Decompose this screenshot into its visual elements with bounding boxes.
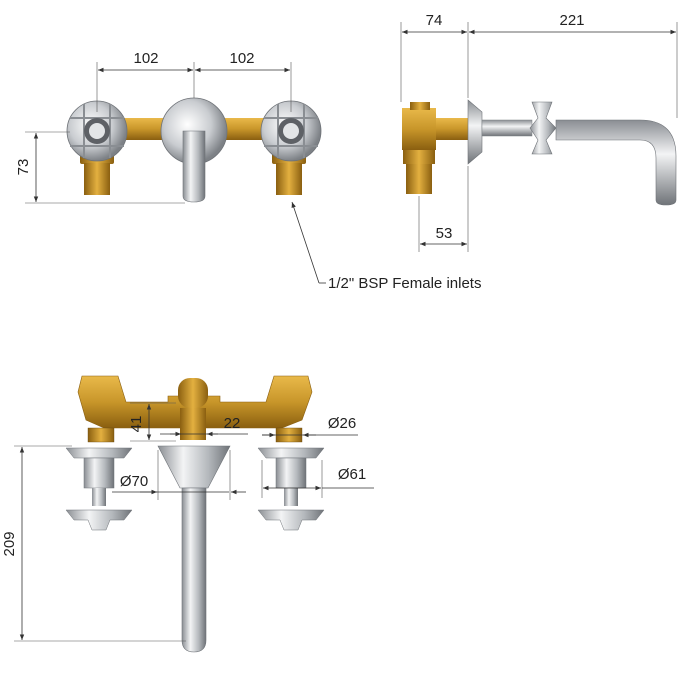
dim-bottom-flange-dia-large: Ø61 (338, 466, 366, 483)
dim-bottom-rise: 41 (128, 416, 145, 433)
side-brass-body (402, 108, 436, 150)
front-spout (182, 130, 206, 203)
bottom-view: 41 22 Ø26 Ø70 Ø61 209 (1, 375, 374, 653)
side-spindle (481, 119, 533, 137)
dim-front-height: 73 (15, 159, 32, 176)
inlets-annotation: 1/2" BSP Female inlets (291, 201, 481, 292)
front-left-handle (66, 100, 128, 162)
bottom-left-valve (65, 447, 133, 531)
dim-side-body-depth: 74 (426, 12, 443, 29)
dim-bottom-height: 209 (1, 531, 18, 556)
side-inlet-nut (403, 150, 435, 164)
front-right-inlet-body (276, 163, 302, 195)
bottom-left-thread (87, 427, 115, 443)
front-view: 102 102 73 (15, 50, 322, 204)
bottom-spout (181, 487, 207, 653)
side-spout (555, 119, 677, 206)
side-inlet-body (406, 164, 432, 194)
front-right-handle (260, 100, 322, 162)
dim-side-spout-reach: 221 (559, 12, 584, 29)
dim-front-right-width: 102 (229, 50, 254, 67)
side-handle (529, 101, 557, 155)
dim-side-inlet-depth: 53 (436, 225, 453, 242)
bottom-right-valve (257, 447, 325, 531)
dim-bottom-flange-dia-small: Ø70 (120, 473, 148, 490)
front-left-inlet-body (84, 163, 110, 195)
dim-bottom-thread-dia: Ø26 (328, 415, 356, 432)
dim-bottom-spout-dia: 22 (224, 415, 241, 432)
inlets-note: 1/2" BSP Female inlets (328, 275, 481, 292)
bottom-brass-center (178, 378, 208, 408)
side-brass-cap (410, 102, 430, 110)
bottom-brass-riser (180, 408, 206, 440)
bottom-spout-flange (157, 445, 231, 489)
dim-front-left-width: 102 (133, 50, 158, 67)
side-flange (467, 99, 483, 165)
side-brass-connector (436, 118, 468, 140)
side-view: 74 221 53 (400, 12, 678, 252)
